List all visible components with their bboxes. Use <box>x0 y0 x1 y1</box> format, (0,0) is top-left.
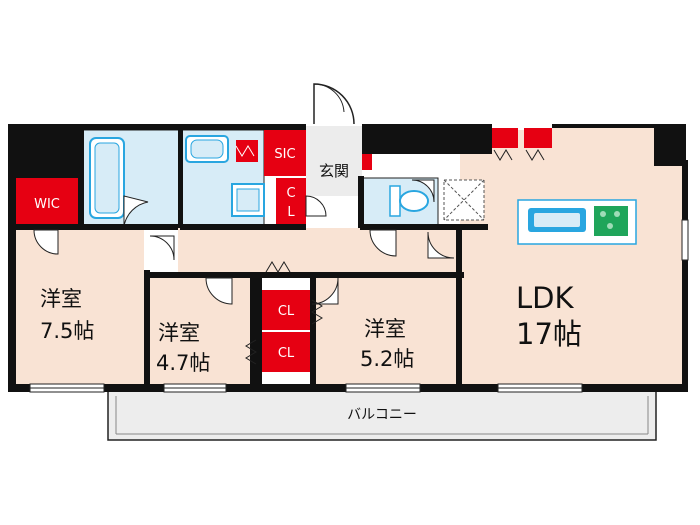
pantry-diag-1 <box>443 179 485 221</box>
cl-low-box <box>262 332 310 372</box>
entrance-floor <box>306 126 362 196</box>
folding-door-cl-b <box>245 339 257 365</box>
balcony <box>107 389 657 441</box>
entry-door-inner <box>313 83 345 113</box>
wall-bath-left <box>78 124 84 228</box>
window-western-c <box>345 383 421 393</box>
window-ldk-right <box>681 219 689 261</box>
cl-upper-box <box>276 178 306 224</box>
washbasin-bowl <box>190 139 224 159</box>
wall-room-b-right <box>250 278 262 388</box>
sic-box <box>264 130 306 176</box>
sic-label: SIC <box>274 147 295 162</box>
wall-top-right <box>654 124 686 166</box>
wall-top-bath <box>82 124 306 130</box>
door-cl-upper <box>305 195 327 217</box>
room-western-b-size: 4.7帖 <box>156 351 210 375</box>
burner-1 <box>600 211 606 217</box>
room-western-b-fill <box>150 278 250 388</box>
ldk-top-fill <box>552 126 654 166</box>
window-western-b <box>163 383 227 393</box>
folding-door-ldk-2 <box>525 149 545 161</box>
wash-storage <box>236 140 258 162</box>
shoe-storage <box>362 154 372 170</box>
door-western-b <box>205 277 233 305</box>
room-western-a-name: 洋室 <box>40 287 82 311</box>
room-western-b-name: 洋室 <box>158 321 200 345</box>
wall-ldk-left <box>456 226 462 388</box>
ldk-storage-2 <box>524 128 552 148</box>
room-western-c-name: 洋室 <box>364 317 406 341</box>
cl-upper-label-c: C <box>286 186 295 201</box>
room-western-a-size: 7.5帖 <box>40 319 94 343</box>
wall-room-a-right <box>144 270 150 388</box>
bathtub-inner <box>94 142 120 214</box>
wall-right <box>682 160 688 392</box>
cl-upper-label-l: L <box>287 205 295 220</box>
wall-toilet-bottom <box>360 224 488 230</box>
cl-mid-label: CL <box>278 304 295 319</box>
hall-fill <box>178 228 458 278</box>
wall-top-left <box>10 124 82 178</box>
window-ldk <box>497 383 583 393</box>
folding-door-cl-c <box>311 299 323 325</box>
pantry-box <box>443 179 485 221</box>
entry-door-swing <box>313 83 355 125</box>
door-toilet <box>369 229 397 257</box>
toilet-icon <box>399 190 429 212</box>
cl-mid-box <box>262 290 310 330</box>
cl-low-label: CL <box>278 346 295 361</box>
door-ldk <box>427 231 455 259</box>
door-toilet-2 <box>411 179 435 203</box>
door-western-a-2 <box>149 235 175 261</box>
door-western-a <box>33 229 59 255</box>
burner-3 <box>607 223 613 229</box>
room-ldk-fill <box>460 130 686 388</box>
wall-room-c-left <box>310 278 316 388</box>
wall-room-a-top <box>10 224 178 230</box>
wall-toilet-left <box>358 176 364 228</box>
room-western-a-fill <box>14 228 144 388</box>
wall-top-mid <box>362 124 492 154</box>
wall-top-ldk <box>552 124 654 128</box>
folding-door-wash <box>235 145 255 157</box>
entrance-label: 玄関 <box>319 162 349 180</box>
folding-door-ldk-1 <box>493 149 513 161</box>
room-ldk-name: LDK <box>516 281 574 315</box>
ldk-storage-1 <box>492 128 518 148</box>
wall-wet-bottom <box>180 224 306 230</box>
room-western-c-size: 5.2帖 <box>360 347 414 371</box>
kitchen-sink-basin <box>534 213 580 227</box>
wall-rooms-top <box>144 272 464 278</box>
wall-bath-right <box>178 124 183 228</box>
room-ldk-size: 17帖 <box>516 317 582 351</box>
cooktop <box>594 206 628 236</box>
balcony-label: バルコニー <box>347 407 417 423</box>
wall-left <box>8 124 16 392</box>
washing-machine-drum <box>236 188 260 212</box>
wic-label: WIC <box>34 197 60 212</box>
wic-box <box>16 178 78 226</box>
burner-2 <box>614 211 620 217</box>
window-western-a <box>29 383 105 393</box>
pantry-diag-2 <box>443 179 485 221</box>
door-western-c <box>311 277 339 305</box>
folding-door-cl-mid <box>265 261 291 273</box>
toilet-tank <box>389 185 401 217</box>
